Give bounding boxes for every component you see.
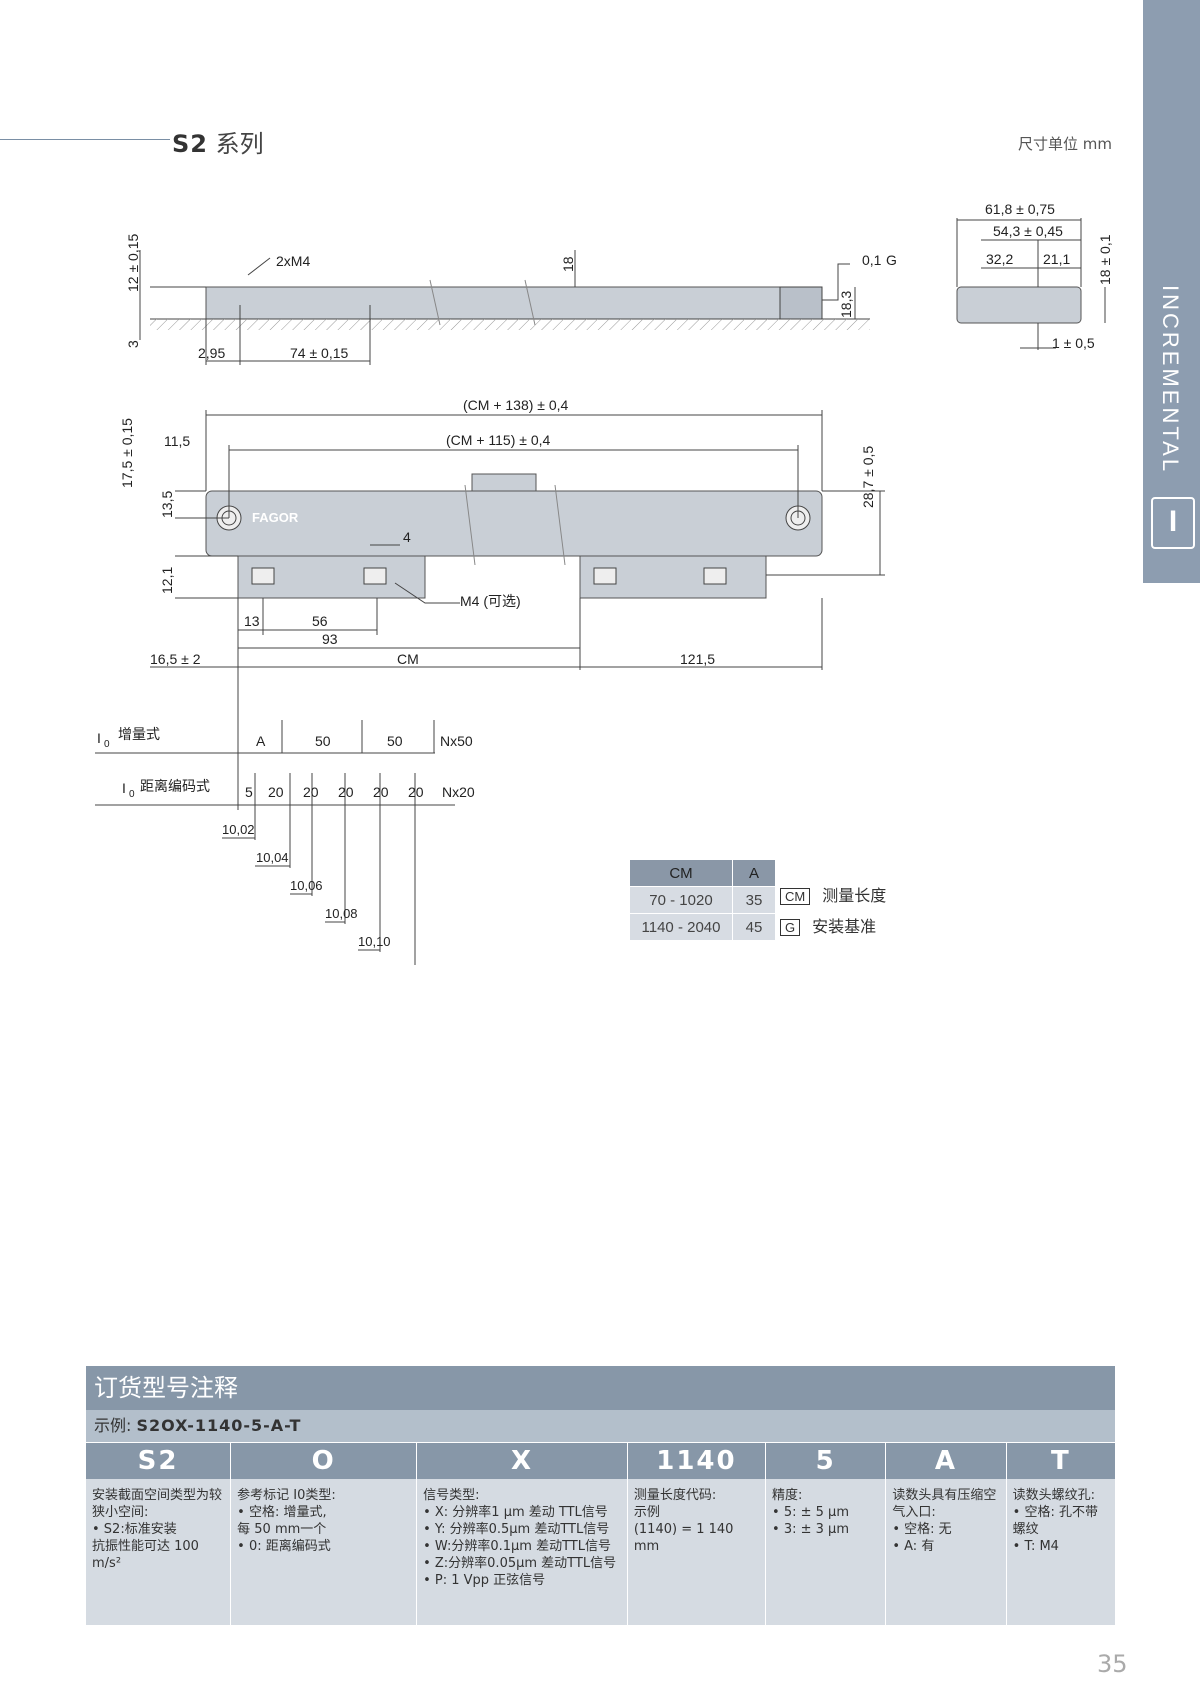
dist-20: 20 — [408, 784, 424, 800]
dim-13: 13 — [244, 613, 260, 629]
dist-20: 20 — [303, 784, 319, 800]
section-tab: INCREMENTAL I — [1143, 0, 1200, 583]
units-note: 尺寸单位 mm — [1018, 135, 1112, 153]
dim-12-1: 12,1 — [159, 567, 175, 594]
dim-13-5: 13,5 — [159, 491, 175, 518]
inc-50-a: 50 — [315, 733, 331, 749]
dist-20: 20 — [268, 784, 284, 800]
order-example: 示例: S2OX-1140-5-A-T — [86, 1410, 1115, 1442]
technical-drawing: 2xM4 12 ± 0,15 3 18 18,3 0,1 G 2,95 74 ±… — [95, 201, 1113, 965]
dim-21-1: 21,1 — [1043, 251, 1070, 267]
size-table-header: A — [732, 860, 775, 887]
dist-20: 20 — [373, 784, 389, 800]
dim-11-5: 11,5 — [164, 433, 190, 449]
ref-g-mark: G — [886, 252, 897, 268]
dim-2-95: 2,95 — [198, 345, 225, 361]
dim-54-3: 54,3 ± 0,45 — [993, 223, 1063, 239]
dim-61-8: 61,8 ± 0,75 — [985, 201, 1055, 217]
size-table-header: CM — [630, 860, 733, 887]
step-value: 10,08 — [325, 906, 358, 921]
m4-optional: M4 (可选) — [460, 593, 521, 609]
dim-4: 4 — [403, 529, 411, 545]
page-number: 35 — [1097, 1650, 1128, 1678]
size-cell: 1140 - 2040 — [630, 913, 733, 940]
dim-cm: CM — [397, 651, 419, 667]
order-title: 订货型号注释 — [86, 1366, 1115, 1410]
inc-a: A — [256, 733, 266, 749]
dim-17-5: 17,5 ± 0,15 — [119, 418, 135, 488]
inc-text: 增量式 — [118, 726, 160, 742]
dim-2xm4: 2xM4 — [276, 253, 310, 269]
dim-28-7: 28,7 ± 0,5 — [860, 446, 876, 508]
dim-18-3: 18,3 — [838, 291, 854, 318]
inc-50-b: 50 — [387, 733, 403, 749]
dist-20: 20 — [338, 784, 354, 800]
top-view-body — [205, 286, 823, 320]
header-rule — [0, 139, 170, 140]
dim-56: 56 — [312, 613, 328, 629]
inc-sub: 0 — [104, 739, 110, 750]
front-view-body — [205, 490, 823, 557]
dim-18-section: 18 ± 0,1 — [1097, 234, 1113, 285]
section-view-body — [956, 286, 1082, 324]
inc-label: I — [97, 730, 101, 746]
dist-nx20: Nx20 — [442, 784, 475, 800]
dist-text: 距离编码式 — [140, 778, 210, 794]
step-value: 10,10 — [358, 934, 391, 949]
dist-label: I — [122, 780, 126, 796]
dim-cm-138: (CM + 138) ± 0,4 — [463, 397, 569, 413]
inc-nx50: Nx50 — [440, 733, 473, 749]
section-tab-letter: I — [1151, 497, 1195, 549]
fagor-logo: FAGOR — [252, 510, 299, 525]
dim-74: 74 ± 0,15 — [290, 345, 348, 361]
dist-sub: 0 — [129, 789, 135, 800]
tolerance-value: 0,1 — [862, 252, 882, 268]
dim-12: 12 ± 0,15 — [125, 234, 141, 292]
dim-1: 1 ± 0,5 — [1052, 335, 1095, 351]
page-title: S2 系列 — [172, 130, 264, 158]
dim-cm-115: (CM + 115) ± 0,4 — [446, 432, 551, 448]
dim-18: 18 — [560, 256, 576, 272]
dim-121-5: 121,5 — [680, 651, 715, 667]
size-cell: 70 - 1020 — [630, 886, 733, 914]
step-value: 10,02 — [222, 822, 255, 837]
section-tab-label: INCREMENTAL — [1158, 285, 1183, 475]
dim-3: 3 — [125, 340, 141, 348]
dist-5: 5 — [245, 784, 253, 800]
size-cell: 45 — [732, 913, 775, 940]
dim-93: 93 — [322, 631, 338, 647]
size-cell: 35 — [732, 886, 775, 914]
step-value: 10,06 — [290, 878, 323, 893]
dim-32-2: 32,2 — [986, 251, 1013, 267]
dim-16-5: 16,5 ± 2 — [150, 651, 201, 667]
step-value: 10,04 — [256, 850, 289, 865]
